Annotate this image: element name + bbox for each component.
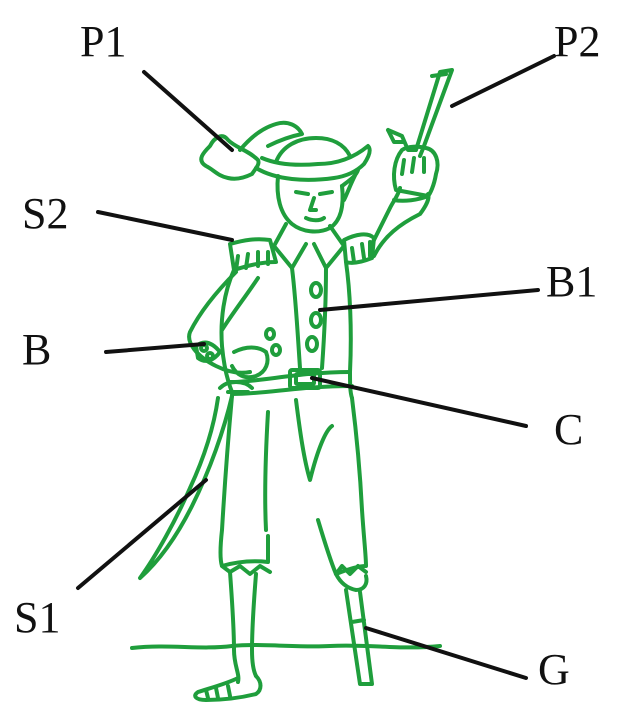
leader-c [312,378,526,426]
stump [336,574,367,590]
leader-b1 [320,290,538,310]
hat-crown [276,138,350,162]
label-g: G [538,645,570,694]
peg-leg [346,590,372,684]
leader-s2 [98,212,232,240]
label-p1: P1 [80,17,126,66]
hat-feather-top [240,123,302,150]
cuff-button-2 [207,353,213,359]
left-trouser-leg [221,396,269,566]
pistol-barrel [432,74,446,76]
pirate-nose [310,198,316,210]
raised-arm [372,188,429,256]
pirate-figure [132,70,452,700]
hat-feather [201,136,258,179]
leader-lines [78,56,554,678]
coat-button-2 [311,313,321,327]
leader-b [106,344,204,352]
coat-button-5 [272,345,280,355]
leader-p1 [144,72,232,150]
leader-p2 [452,56,554,106]
pirate-eyes [296,192,332,194]
label-c: C [554,405,583,454]
right-trouser-leg [296,398,366,574]
ground-line [132,645,440,648]
left-leg [230,572,256,682]
coat-button-1 [311,283,321,297]
sword-blade [140,396,232,578]
label-b1: B1 [546,257,597,306]
sword-guard [220,382,252,392]
coat-button-3 [307,337,317,351]
leader-g [366,628,526,678]
pistol [388,70,452,156]
hand-fingers [402,158,424,174]
label-p2: P2 [554,17,600,66]
coat-button-4 [266,329,274,339]
label-s2: S2 [22,189,68,238]
label-s1: S1 [14,593,60,642]
labels: P1 P2 S2 B1 B C S1 G [14,17,600,694]
label-b: B [22,325,51,374]
pirate-mouth [306,218,324,220]
